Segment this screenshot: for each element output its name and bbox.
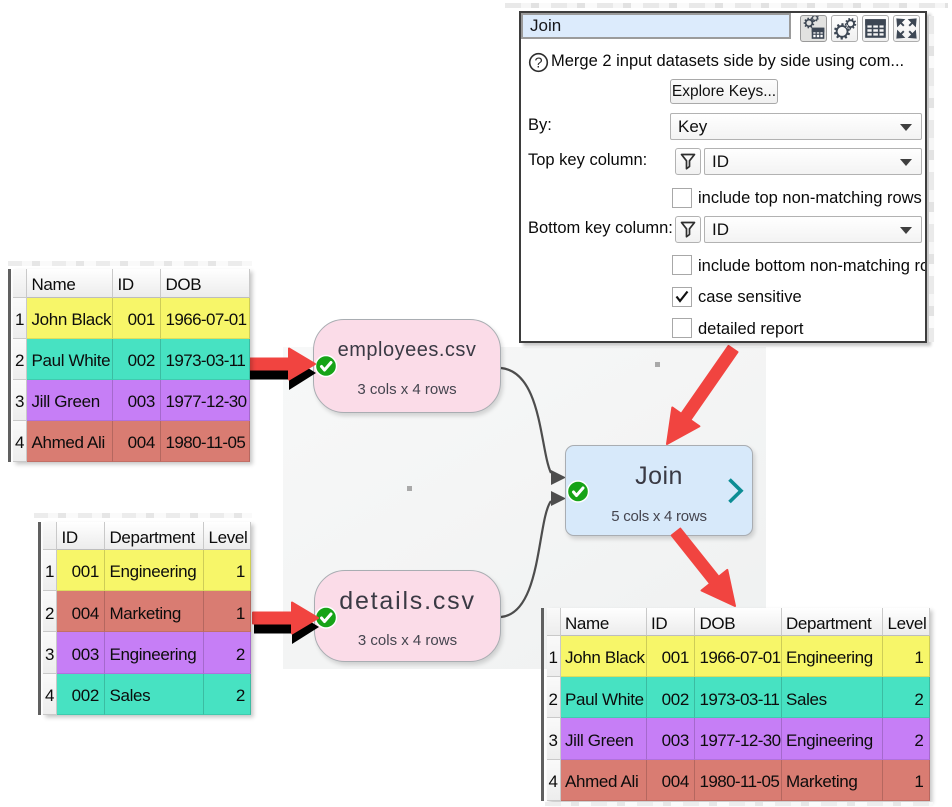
svg-text:?: ? (534, 56, 542, 72)
